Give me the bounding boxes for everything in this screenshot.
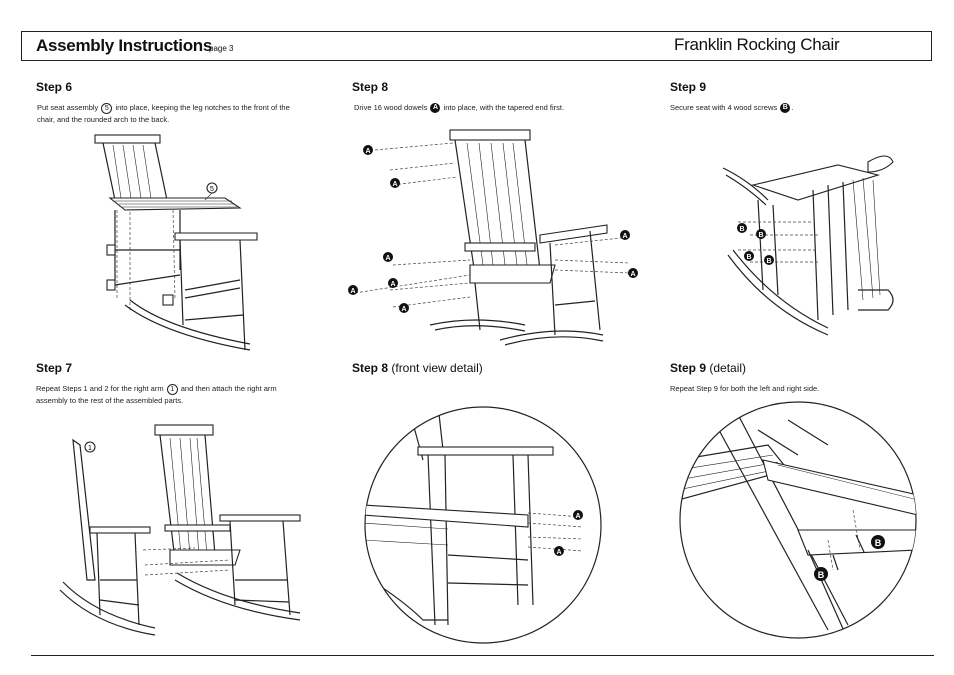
- right-arm-back-leg: [72, 438, 96, 581]
- svg-text:B: B: [766, 258, 771, 265]
- detail-leg: [707, 404, 849, 631]
- step6-illustration: 5: [94, 134, 258, 351]
- step8-detail-title: Step 8 (front view detail): [352, 361, 483, 375]
- step9-instructions: Secure seat with 4 wood screws B.: [670, 102, 930, 114]
- underside-rocker: [727, 249, 829, 336]
- step6-text-after: into place, keeping the leg notches to t…: [37, 103, 290, 124]
- step7-illustration: 1: [59, 424, 301, 636]
- rocker: [124, 304, 251, 351]
- svg-text:B: B: [746, 254, 751, 261]
- step9-detail-instructions: Repeat Step 9 for both the left and righ…: [670, 384, 820, 393]
- step9-title: Step 9: [670, 80, 707, 94]
- step6-title: Step 6: [36, 80, 73, 94]
- part-1-callout: 1: [166, 383, 178, 395]
- callout-5-label: 5: [210, 186, 214, 193]
- page-number: page 3: [209, 44, 234, 53]
- step8-illustration: A A A A A A A A: [348, 129, 638, 346]
- svg-text:A: A: [630, 271, 635, 278]
- step8-text-before: Drive 16 wood dowels: [354, 103, 428, 112]
- back-legs: [102, 142, 168, 201]
- dowel-callouts: A A A A A A A A: [348, 145, 638, 313]
- svg-text:B: B: [758, 232, 763, 239]
- step8-title: Step 8: [352, 80, 389, 94]
- step7-title: Step 7: [36, 361, 73, 375]
- right-arm-rocker: [59, 581, 156, 636]
- step8-detail-subtitle: (front view detail): [391, 361, 483, 375]
- step9-text-after: .: [791, 103, 794, 112]
- step9-text-before: Secure seat with 4 wood screws: [670, 103, 778, 112]
- svg-text:A: A: [390, 281, 395, 288]
- step8-instructions: Drive 16 wood dowels A into place, with …: [354, 102, 624, 114]
- callout-1-label: 1: [88, 445, 92, 452]
- svg-text:B: B: [739, 226, 744, 233]
- step7-text-before: Repeat Steps 1 and 2 for the right arm: [36, 384, 164, 393]
- step9-detail-title: Step 9 (detail): [670, 361, 747, 375]
- part-b-callout: B: [780, 103, 791, 114]
- page-title: Assembly Instructions: [36, 36, 213, 55]
- detail-seat: [365, 504, 529, 528]
- rocker-right: [499, 330, 604, 346]
- chair-top-rail: [154, 424, 214, 436]
- step7-instructions: Repeat Steps 1 and 2 for the right arm 1…: [36, 383, 306, 407]
- page-header: Assembly Instructions page 3 Franklin Ro…: [21, 31, 932, 61]
- step7-text-after: and then attach the right arm assembly t…: [36, 384, 277, 405]
- step9-detail-illustration: B B: [679, 401, 917, 639]
- back-slats: [112, 144, 152, 199]
- product-name: Franklin Rocking Chair: [674, 35, 840, 54]
- svg-text:B: B: [818, 570, 825, 580]
- part-a-callout: A: [430, 103, 441, 114]
- svg-text:B: B: [875, 538, 882, 548]
- back-top-rail: [94, 134, 161, 144]
- chair-top-rail: [449, 129, 531, 141]
- svg-text:A: A: [392, 181, 397, 188]
- front-legs: [114, 210, 181, 280]
- part-5-callout: 5: [101, 102, 113, 114]
- svg-text:A: A: [556, 549, 561, 556]
- step9-illustration: B B B B: [722, 155, 894, 336]
- chair-arm: [539, 224, 608, 244]
- svg-text:A: A: [622, 233, 627, 240]
- chair-rocker: [174, 572, 301, 621]
- chair-left-arm: [219, 514, 301, 522]
- underside-seat: [750, 164, 881, 201]
- step6-text-before: Put seat assembly: [37, 103, 99, 112]
- svg-text:A: A: [575, 513, 580, 520]
- detail-arm-rest: [417, 446, 554, 456]
- step8-detail-illustration: A A: [364, 406, 602, 644]
- svg-text:A: A: [365, 148, 370, 155]
- chair-seat: [469, 264, 556, 284]
- right-arm-rest: [89, 526, 151, 534]
- step8-text-after: into place, with the tapered end first.: [443, 103, 565, 112]
- chair-seat: [169, 549, 241, 566]
- svg-text:A: A: [350, 288, 355, 295]
- svg-text:A: A: [385, 255, 390, 262]
- step6-instructions: Put seat assembly 5 into place, keeping …: [37, 102, 302, 126]
- footer-rule: [31, 655, 934, 656]
- detail-seat-rail: [762, 459, 916, 516]
- arm-rest: [174, 232, 258, 241]
- step9-detail-subtitle: (detail): [709, 361, 747, 375]
- callout-1-circle: [84, 441, 96, 453]
- rocker-left: [429, 319, 526, 332]
- svg-text:A: A: [401, 306, 406, 313]
